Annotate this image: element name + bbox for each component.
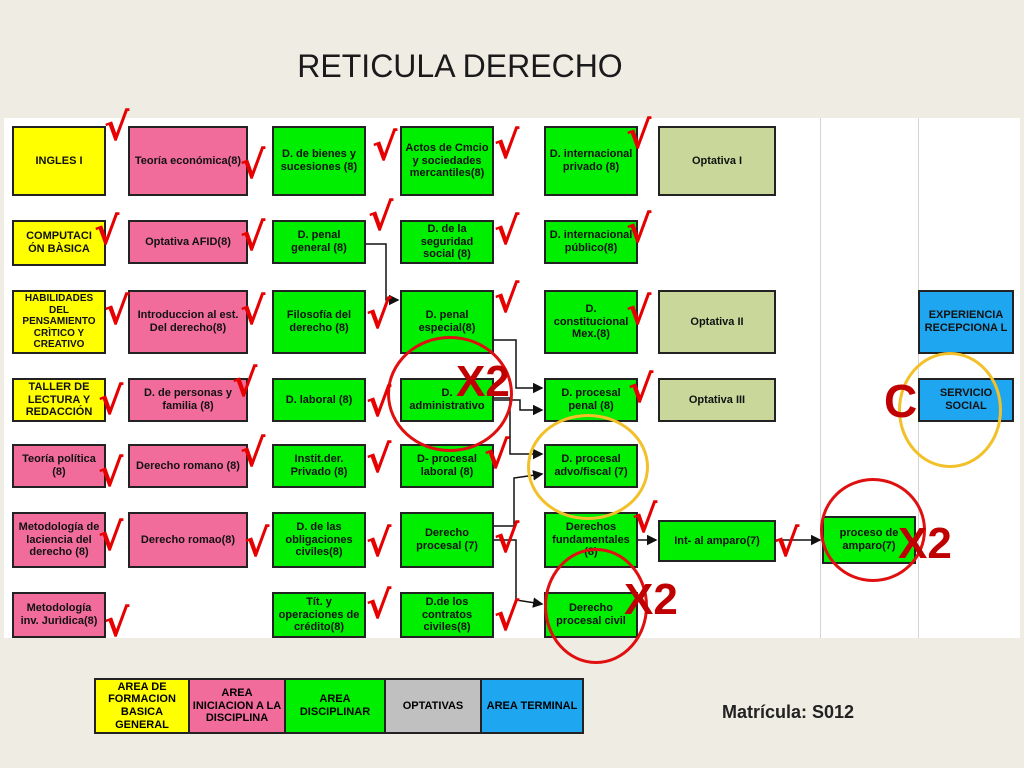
course-laboral[interactable]: D. laboral (8)	[272, 378, 366, 422]
check-mark: √	[94, 209, 120, 253]
check-mark: √	[372, 125, 398, 169]
check-mark: √	[494, 209, 520, 253]
course-optativa-3[interactable]: Optativa III	[658, 378, 776, 422]
course-taller-lectura[interactable]: TALLER DE LECTURA Y REDACCIÓN	[12, 378, 106, 422]
check-mark: √	[240, 215, 266, 259]
course-internacional-publico[interactable]: D. internacional público(8)	[544, 220, 638, 264]
legend-optativas: OPTATIVAS	[386, 680, 482, 732]
check-mark: √	[98, 515, 124, 559]
student-id: Matrícula: S012	[722, 702, 855, 722]
course-experiencia-recepcional[interactable]: EXPERIENCIA RECEPCIONA L	[918, 290, 1014, 354]
check-mark: √	[104, 289, 130, 333]
legend-iniciacion-disciplina: AREA INICIACION A LA DISCIPLINA	[190, 680, 286, 732]
check-mark: √	[494, 277, 520, 321]
check-mark: √	[98, 379, 124, 423]
check-mark: √	[240, 431, 266, 475]
c-mark-servicio-social: C	[884, 375, 918, 427]
course-derecho-romano-2[interactable]: Derecho romao(8)	[128, 512, 248, 568]
course-optativa-afid[interactable]: Optativa AFID(8)	[128, 220, 248, 264]
course-optativa-2[interactable]: Optativa II	[658, 290, 776, 354]
course-int-amparo[interactable]: Int- al amparo(7)	[658, 520, 776, 562]
course-constitucional[interactable]: D. constitucional Mex.(8)	[544, 290, 638, 354]
check-mark: √	[232, 361, 258, 405]
red-circle-procesal-civil	[544, 548, 648, 664]
course-derecho-procesal[interactable]: Derecho procesal (7)	[400, 512, 494, 568]
course-metodologia-ciencia[interactable]: Metodología de laciencia del derecho (8)	[12, 512, 106, 568]
check-mark: √	[494, 123, 520, 167]
course-internacional-privado[interactable]: D. internacional privado (8)	[544, 126, 638, 196]
check-mark: √	[366, 381, 392, 425]
check-mark: √	[240, 143, 266, 187]
check-mark: √	[632, 497, 658, 541]
red-circle-proceso-amparo	[820, 478, 926, 582]
course-introduccion[interactable]: Introduccion al est. Del derecho(8)	[128, 290, 248, 354]
legend-disciplinar: AREA DISCIPLINAR	[286, 680, 386, 732]
legend-formacion-basica: AREA DE FORMACION BASICA GENERAL	[96, 680, 190, 732]
yellow-circle-servicio-social	[898, 352, 1002, 468]
check-mark: √	[774, 521, 800, 565]
check-mark: √	[494, 517, 520, 561]
check-mark: √	[626, 207, 652, 251]
x2-mark-proceso-amparo: X2	[898, 519, 952, 568]
check-mark: √	[244, 521, 270, 565]
x2-mark-procesal-civil: X2	[624, 575, 678, 624]
check-mark: √	[368, 195, 394, 239]
check-mark: √	[98, 451, 124, 495]
check-mark: √	[626, 289, 652, 333]
course-ingles-1[interactable]: INGLES I	[12, 126, 106, 196]
check-mark: √	[366, 293, 392, 337]
check-mark: √	[366, 437, 392, 481]
page-title: RETICULA DERECHO	[297, 48, 623, 84]
course-obligaciones-civiles[interactable]: D. de las obligaciones civiles(8)	[272, 512, 366, 568]
check-mark: √	[366, 521, 392, 565]
check-mark: √	[494, 595, 520, 639]
course-seguridad-social[interactable]: D. de la seguridad social (8)	[400, 220, 494, 264]
legend-terminal: AREA TERMINAL	[482, 680, 582, 732]
check-mark: √	[628, 367, 654, 411]
course-metodologia-inv[interactable]: Metodología inv. Jurìdica(8)	[12, 592, 106, 638]
course-penal-general[interactable]: D. penal general (8)	[272, 220, 366, 264]
check-mark: √	[240, 289, 266, 333]
area-legend: AREA DE FORMACION BASICA GENERAL AREA IN…	[94, 678, 584, 734]
check-mark: √	[104, 105, 130, 149]
check-mark: √	[104, 601, 130, 645]
course-instit-privado[interactable]: Instit.der. Privado (8)	[272, 444, 366, 488]
course-contratos-civiles[interactable]: D.de los contratos civiles(8)	[400, 592, 494, 638]
yellow-circle-procesal-advo	[527, 414, 649, 520]
course-actos-comercio[interactable]: Actos de Cmcio y sociedades mercantiles(…	[400, 126, 494, 196]
course-optativa-1[interactable]: Optativa I	[658, 126, 776, 196]
grid-line	[820, 118, 821, 638]
red-circle-administrativo	[387, 336, 513, 452]
course-titulos-credito[interactable]: Tít. y operaciones de crédito(8)	[272, 592, 366, 638]
course-computacion-basica[interactable]: COMPUTACI ÓN BÀSICA	[12, 220, 106, 266]
check-mark: √	[626, 113, 652, 157]
course-filosofia-derecho[interactable]: Filosofía del derecho (8)	[272, 290, 366, 354]
check-mark: √	[484, 433, 510, 477]
course-derecho-romano-1[interactable]: Derecho romano (8)	[128, 444, 248, 488]
course-teoria-economica[interactable]: Teoría económica(8)	[128, 126, 248, 196]
course-personas-familia[interactable]: D. de personas y familia (8)	[128, 378, 248, 422]
check-mark: √	[366, 583, 392, 627]
x2-mark-administrativo: X2	[456, 357, 510, 406]
course-habilidades-pensamiento[interactable]: HABILIDADES DEL PENSAMIENTO CRÌTICO Y CR…	[12, 290, 106, 354]
course-teoria-politica[interactable]: Teoría política (8)	[12, 444, 106, 488]
course-bienes-sucesiones[interactable]: D. de bienes y sucesiones (8)	[272, 126, 366, 196]
